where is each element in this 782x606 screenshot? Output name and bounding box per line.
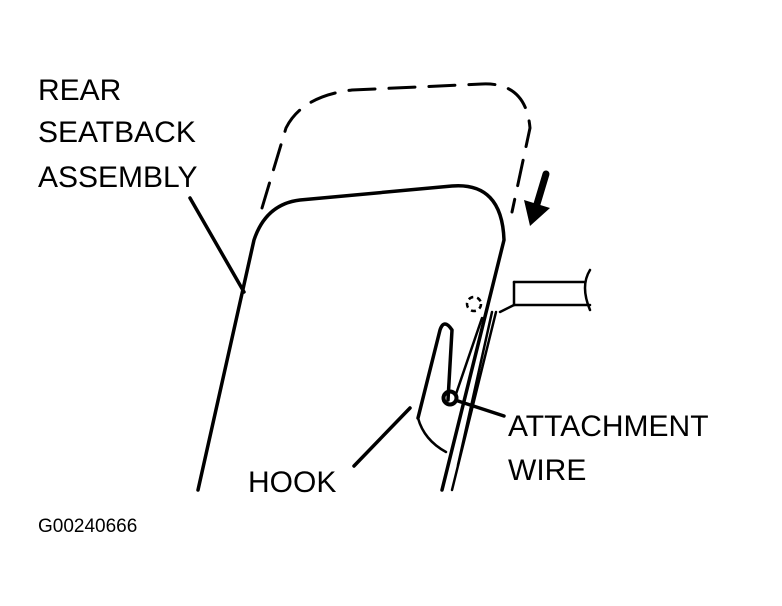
seatback-outline	[196, 184, 506, 492]
hook-label: HOOK	[248, 466, 336, 499]
hook-inner-contour	[416, 416, 448, 454]
seatback-label-line3: ASSEMBLY	[38, 161, 198, 194]
seatback-previous-position-outline	[260, 82, 532, 214]
attachment-wire-end	[441, 389, 459, 407]
seatback-label-line2: SEATBACK	[38, 116, 196, 149]
attachment-wire-leader-line	[456, 399, 506, 418]
figure-code: G00240666	[38, 516, 137, 537]
seatback-label-line1: REAR	[38, 74, 121, 107]
down-arrow-icon	[524, 170, 550, 226]
attachment-wire	[454, 316, 484, 396]
attachment-label-line2: WIRE	[508, 454, 586, 487]
attachment-point-marker	[465, 295, 483, 313]
attachment-label-line1: ATTACHMENT	[508, 410, 709, 443]
hook-shape	[416, 322, 454, 420]
hook-leader-line	[352, 406, 412, 468]
seatback-leader-line	[188, 196, 246, 294]
cushion-bracket	[456, 268, 592, 467]
